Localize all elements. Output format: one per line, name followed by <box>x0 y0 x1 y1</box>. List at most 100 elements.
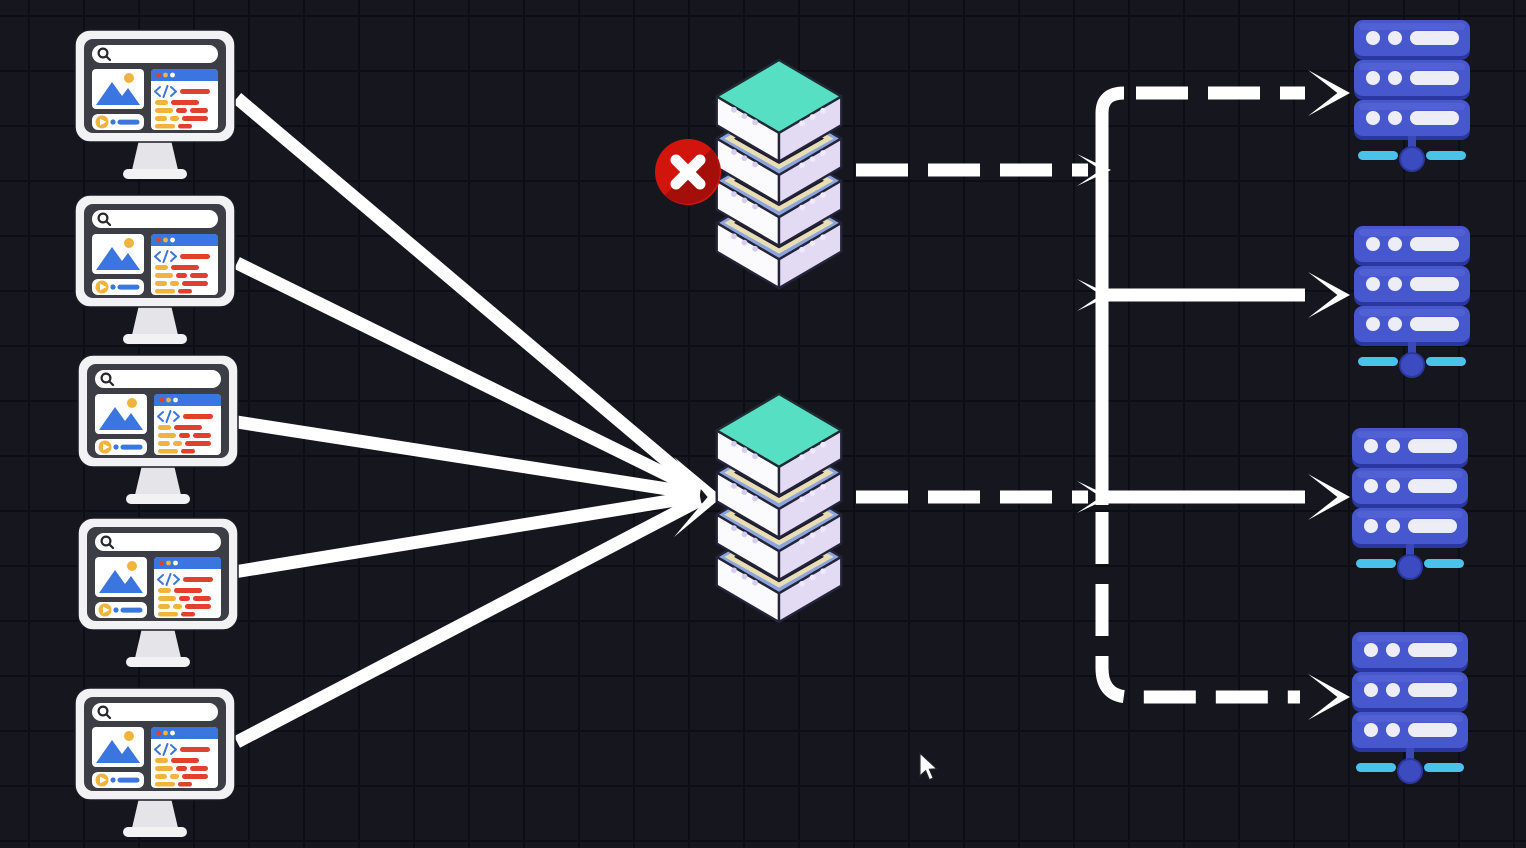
drive-bay <box>1410 237 1459 251</box>
error-badge <box>655 139 721 205</box>
search-bar <box>92 703 218 721</box>
play-triangle <box>100 776 107 784</box>
led-dot <box>1364 683 1378 697</box>
server-3 <box>1350 428 1470 586</box>
network-stem <box>1406 748 1414 766</box>
search-bar <box>95 533 221 551</box>
browser-search-bar <box>95 533 221 551</box>
network-sphere <box>1397 554 1423 580</box>
image-icon <box>96 740 140 763</box>
network-stem <box>1408 342 1416 360</box>
media-card <box>92 114 144 130</box>
lb-layer-top <box>715 392 843 497</box>
stand-pedestal <box>135 465 181 495</box>
drive-bay <box>1408 479 1457 493</box>
sun-icon <box>124 73 134 83</box>
window-title-bar <box>151 727 218 739</box>
code-icon <box>154 85 177 98</box>
server-unit <box>1352 428 1468 468</box>
network-link-bar <box>1356 559 1396 568</box>
server-unit <box>1354 60 1470 100</box>
led-dot <box>1388 317 1402 331</box>
window-dots-icon <box>156 237 175 243</box>
progress-bar <box>117 119 140 125</box>
image-icon <box>96 82 140 105</box>
link-client-2-to-lb-active <box>234 257 703 497</box>
sun-icon <box>124 238 134 248</box>
search-bar <box>92 45 218 63</box>
drive-bay <box>1408 519 1457 533</box>
code-card <box>151 69 218 130</box>
browser-search-bar <box>95 370 221 388</box>
link-client-3-to-lb-active <box>236 415 701 501</box>
monitor-stand <box>123 140 187 179</box>
image-card <box>95 394 147 434</box>
led-dot <box>1366 317 1380 331</box>
link-trunk-to-server-4 <box>1095 512 1300 704</box>
monitor-stand <box>123 798 187 837</box>
led-dot <box>1366 277 1380 291</box>
code-card <box>154 394 221 455</box>
window-dots-icon <box>156 730 175 736</box>
drive-bay <box>1408 643 1457 657</box>
monitor-stand <box>123 305 187 344</box>
play-triangle <box>100 283 107 291</box>
window-title-bar <box>151 234 218 246</box>
monitor-stand <box>126 465 190 504</box>
image-card <box>95 557 147 597</box>
drive-bay <box>1408 723 1457 737</box>
progress-bar <box>117 284 140 290</box>
led-dot <box>1386 723 1400 737</box>
junction-lb-active-trunk <box>1077 481 1111 513</box>
monitor-stand <box>126 628 190 667</box>
trunk-upper <box>1095 86 1125 505</box>
play-triangle <box>103 443 110 451</box>
server-unit <box>1352 508 1468 548</box>
led-dot <box>1388 237 1402 251</box>
image-icon <box>96 247 140 270</box>
browser-search-bar <box>92 703 218 721</box>
network-node-icon <box>1358 342 1466 378</box>
led-dot <box>1364 643 1378 657</box>
media-card <box>95 602 147 618</box>
drive-bay <box>1410 317 1459 331</box>
progress-dot <box>113 444 119 450</box>
led-dot <box>1364 439 1378 453</box>
window-title-bar <box>154 557 221 569</box>
network-stem <box>1408 136 1416 154</box>
progress-dot <box>110 284 116 290</box>
search-icon <box>97 212 112 227</box>
drive-bay <box>1410 111 1459 125</box>
stand-base <box>123 169 187 179</box>
search-bar <box>95 370 221 388</box>
led-dot <box>1388 277 1402 291</box>
load-balancer-failed <box>655 58 851 290</box>
image-card <box>92 69 144 109</box>
led-dot <box>1386 643 1400 657</box>
lb-top-face <box>715 392 843 469</box>
image-icon <box>99 407 143 430</box>
server-unit <box>1354 306 1470 346</box>
link-client-5-to-lb-active <box>233 494 704 748</box>
server-unit <box>1354 20 1470 60</box>
code-lines <box>155 747 210 787</box>
search-icon <box>97 47 112 62</box>
led-dot <box>1364 723 1378 737</box>
media-card <box>92 279 144 295</box>
led-dot <box>1386 439 1400 453</box>
network-link-bar <box>1426 151 1466 160</box>
network-node-icon <box>1356 748 1464 784</box>
search-icon <box>100 372 115 387</box>
code-icon <box>154 743 177 756</box>
search-icon <box>100 535 115 550</box>
network-link-bar <box>1358 357 1398 366</box>
sun-icon <box>127 561 137 571</box>
media-card <box>92 772 144 788</box>
network-stem <box>1406 544 1414 562</box>
server-unit <box>1352 468 1468 508</box>
image-card <box>92 727 144 767</box>
lb-stack <box>715 392 843 624</box>
drive-bay <box>1410 31 1459 45</box>
